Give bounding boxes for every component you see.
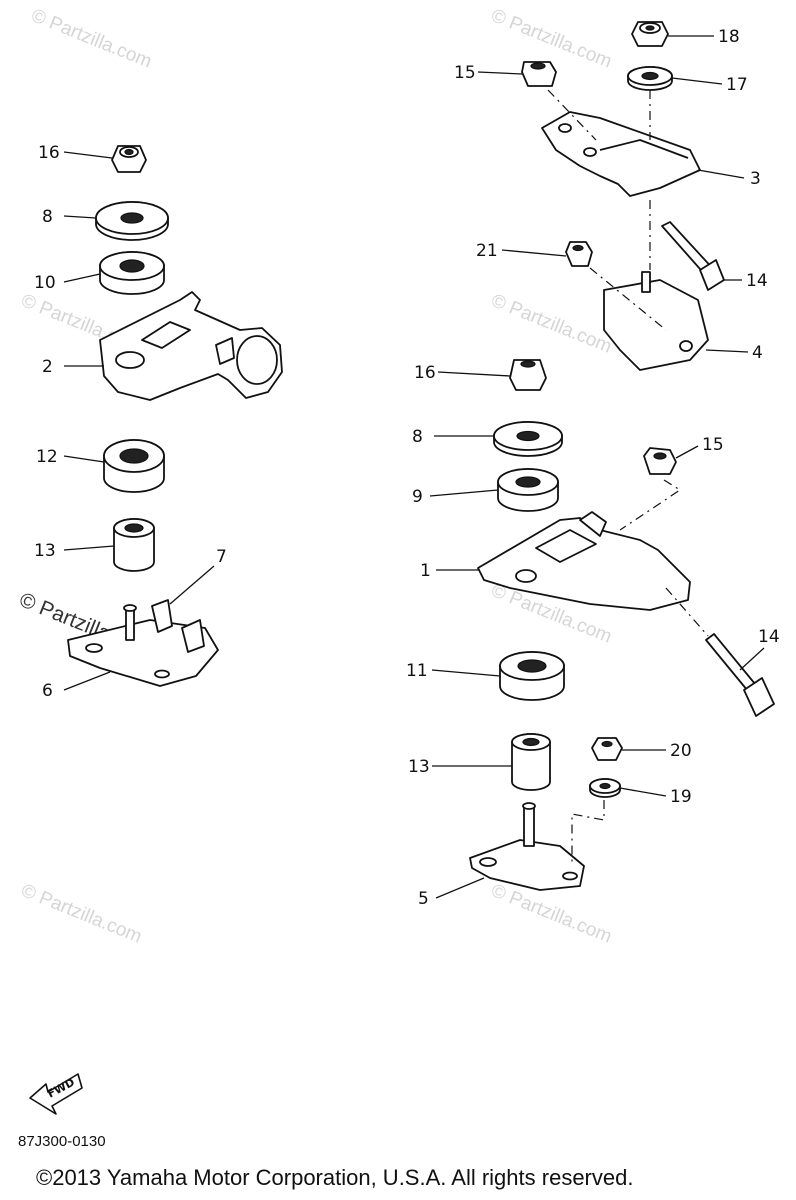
- copyright-notice: ©2013 Yamaha Motor Corporation, U.S.A. A…: [36, 1165, 634, 1190]
- part-nut-16: [111, 145, 147, 173]
- part-nut-15-right: [643, 447, 677, 475]
- part-washer-8-right: [493, 421, 563, 457]
- part-plate-5: [469, 802, 585, 891]
- callout-10: 10: [34, 273, 56, 293]
- part-nut-15-top: [521, 61, 557, 87]
- callout-17: 17: [726, 75, 748, 95]
- part-nut-21: [565, 241, 593, 267]
- callout-15: 15: [702, 435, 724, 455]
- callout-21: 21: [476, 241, 498, 261]
- part-damper-10: [99, 251, 165, 295]
- callout-16: 16: [38, 143, 60, 163]
- callout-12: 12: [36, 447, 58, 467]
- part-bolt-14-lower: [705, 633, 775, 717]
- callout-5: 5: [418, 889, 429, 909]
- part-washer-8-left: [95, 201, 169, 241]
- part-bracket-2: [99, 291, 283, 401]
- part-bracket-3: [541, 111, 701, 197]
- callout-20: 20: [670, 741, 692, 761]
- leader-lines: [63, 35, 765, 899]
- watermark: © Partzilla.com: [18, 880, 145, 947]
- callout-4: 4: [752, 343, 763, 363]
- part-bolt-14-top: [661, 221, 725, 291]
- part-collar-13-left: [113, 518, 155, 572]
- callout-19: 19: [670, 787, 692, 807]
- callout-8: 8: [412, 427, 423, 447]
- fwd-arrow-icon: FWD: [29, 1073, 83, 1115]
- part-collar-13-right: [511, 733, 551, 791]
- callout-16: 16: [414, 363, 436, 383]
- watermark: © Partzilla.com: [488, 5, 615, 72]
- part-clip-7: [151, 599, 205, 653]
- watermark: © Partzilla.com: [28, 5, 155, 72]
- part-damper-12: [103, 439, 165, 493]
- assembly-lines: [547, 89, 709, 862]
- callout-13: 13: [408, 757, 430, 777]
- callout-14: 14: [758, 627, 780, 647]
- callout-15: 15: [454, 63, 476, 83]
- part-damper-11: [499, 651, 565, 701]
- callout-11: 11: [406, 661, 428, 681]
- part-washer-19: [589, 778, 621, 798]
- callout-numbers: 16 8 10 2 12 13 6 7 15 18 17 3 21 14 4 1…: [34, 27, 780, 909]
- part-damper-9: [497, 468, 559, 512]
- watermark: © Partzilla.com: [488, 290, 615, 357]
- part-bracket-1: [477, 511, 691, 611]
- part-nut-18: [631, 21, 669, 47]
- callout-13: 13: [34, 541, 56, 561]
- part-nut-16-right: [509, 359, 547, 391]
- part-mount-4: [603, 271, 709, 371]
- callout-7: 7: [216, 547, 227, 567]
- callout-18: 18: [718, 27, 740, 47]
- callout-8: 8: [42, 207, 53, 227]
- callout-9: 9: [412, 487, 423, 507]
- callout-6: 6: [42, 681, 53, 701]
- callout-14: 14: [746, 271, 768, 291]
- watermark: © Partzilla.com: [488, 880, 615, 947]
- part-nut-20: [591, 737, 623, 761]
- callout-1: 1: [420, 561, 431, 581]
- part-washer-17: [627, 66, 673, 91]
- callout-3: 3: [750, 169, 761, 189]
- callout-2: 2: [42, 357, 53, 377]
- diagram-code: 87J300-0130: [18, 1133, 106, 1150]
